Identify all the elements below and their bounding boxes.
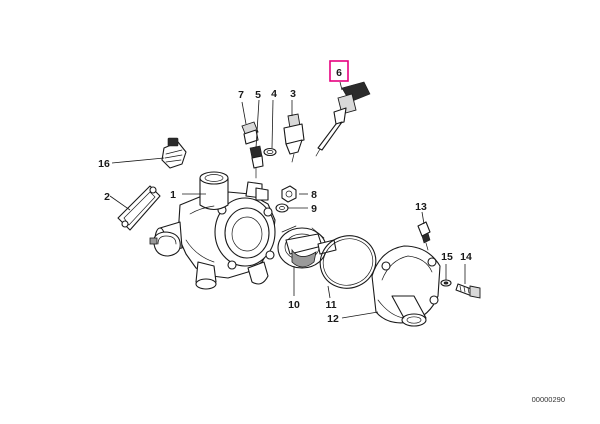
callout-3: 3: [290, 88, 296, 100]
callout-1: 1: [170, 189, 176, 201]
callout-7: 7: [238, 89, 244, 101]
callout-11: 11: [325, 299, 336, 311]
part-12-thermostat-cover: [371, 245, 441, 327]
part-4-seal-ring: [263, 147, 277, 157]
part-10-thermostat: [277, 225, 337, 269]
part-9-washer: [275, 203, 289, 213]
callout-4: 4: [271, 88, 277, 100]
hose-clamp: [149, 231, 181, 257]
part-11-o-ring: [319, 235, 377, 289]
part-15-washer: [440, 279, 452, 287]
diagram-id: 00000290: [532, 395, 565, 404]
callout-15: 15: [441, 251, 453, 263]
callout-16: 16: [98, 158, 110, 170]
callout-labels: 1 2 3 4 5 7 8 9 10 11 12 13 14 15 16 6: [98, 60, 472, 325]
callout-12: 12: [327, 313, 339, 325]
callout-9: 9: [311, 203, 317, 215]
callout-6-highlight-box: [329, 60, 349, 82]
part-6-temperature-sensor: [315, 81, 371, 157]
callout-5: 5: [255, 89, 261, 101]
callout-14: 14: [460, 251, 472, 263]
part-16-temperature-switch: [161, 137, 187, 169]
callout-6: 6: [336, 67, 342, 79]
part-7-plug: [241, 121, 259, 145]
leader-lines: [109, 81, 466, 319]
part-2-gasket: [117, 185, 161, 231]
callout-8: 8: [311, 189, 317, 201]
part-14-bolt: [455, 283, 481, 299]
callout-10: 10: [288, 299, 300, 311]
part-3-temperature-sender: [283, 113, 305, 163]
part-13-bleed-screw: [417, 221, 431, 251]
part-8-nut: [281, 185, 297, 203]
callout-13: 13: [415, 201, 427, 213]
callout-2: 2: [104, 191, 110, 203]
part-5-sensor: [249, 145, 264, 179]
